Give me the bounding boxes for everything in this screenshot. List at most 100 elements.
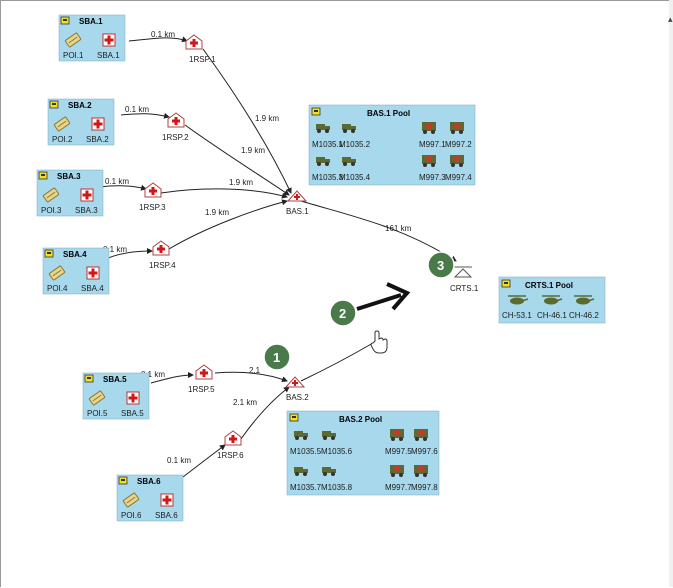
badge-number: 3 <box>437 258 444 273</box>
edge-label: 1.9 km <box>255 114 279 123</box>
rsp-node-4[interactable]: 1RSP.4 <box>149 240 176 270</box>
step-badge-2: 2 <box>329 299 357 327</box>
sba-node-3[interactable]: SBA.3 POI.3 SBA.3 <box>36 169 104 217</box>
edge-label: 0.1 km <box>103 245 127 254</box>
bas-label: BAS.2 <box>286 393 309 402</box>
vehicle-label: M1035.6 <box>321 447 353 456</box>
pool-title: BAS.1 Pool <box>367 109 410 118</box>
rsp-label: 1RSP.2 <box>162 133 189 142</box>
rsp-node-2[interactable]: 1RSP.2 <box>162 112 189 142</box>
edge-rsp2-bas1 <box>184 124 290 196</box>
poi-label: POI.2 <box>52 135 73 144</box>
poi-label: POI.5 <box>87 409 108 418</box>
bas-node-1[interactable]: BAS.1 <box>286 190 309 216</box>
vehicle-label: M1035.1 <box>312 140 344 149</box>
vehicle-label: M997.2 <box>445 140 472 149</box>
pool-bas2[interactable]: BAS.2 Pool M1035.5 M1035.6 M997.5 M997.6… <box>286 410 440 496</box>
poi-label: POI.3 <box>41 206 62 215</box>
edge-sba6-rsp6 <box>182 444 226 478</box>
edge-label: 161 km <box>385 224 412 233</box>
rsp-label: 1RSP.3 <box>139 203 166 212</box>
medical-cross-icon <box>91 117 105 131</box>
sba-node-5[interactable]: SBA.5 POI.5 SBA.5 <box>82 372 150 420</box>
scroll-up-arrow-icon[interactable]: ▴ <box>668 14 673 24</box>
badge-number: 2 <box>339 306 346 321</box>
rsp-node-3[interactable]: 1RSP.3 <box>139 182 166 212</box>
sba-title: SBA.1 <box>79 17 103 26</box>
edges-rsp-bas <box>160 48 457 440</box>
rsp-node-1[interactable]: 1RSP.1 <box>185 34 216 64</box>
medical-cross-icon <box>160 493 174 507</box>
rsp-label: 1RSP.6 <box>217 451 244 460</box>
badge-number: 1 <box>273 350 280 365</box>
edge-bas1-crts <box>300 200 457 262</box>
sba-node-1[interactable]: SBA.1 POI.1 SBA.1 <box>58 14 126 62</box>
edge-label: 0.1 km <box>167 456 191 465</box>
aircraft-label: CH-46.1 <box>537 311 567 320</box>
vehicle-label: M997.4 <box>445 173 472 182</box>
vehicle-label: M1035.7 <box>290 483 322 492</box>
vehicle-label: M1035.2 <box>339 140 371 149</box>
hand-cursor-icon <box>370 330 388 354</box>
edge-sba1-rsp1 <box>128 36 188 43</box>
edge-bas2-cursor <box>300 342 374 382</box>
sba-title: SBA.6 <box>137 477 161 486</box>
medical-cross-icon <box>80 188 94 202</box>
rsp-node-6[interactable]: 1RSP.6 <box>217 430 244 460</box>
edge-label: 1.9 km <box>205 208 229 217</box>
vehicle-label: M997.7 <box>385 483 412 492</box>
bas-label: BAS.1 <box>286 207 309 216</box>
sba-title: SBA.5 <box>103 375 127 384</box>
medical-cross-icon <box>126 391 140 405</box>
edge-rsp4-bas1 <box>168 199 288 250</box>
crts-label: CRTS.1 <box>450 284 479 293</box>
medical-cross-icon <box>102 33 116 47</box>
rsp-label: 1RSP.5 <box>188 385 215 394</box>
sba-node-6[interactable]: SBA.6 POI.6 SBA.6 <box>116 474 184 522</box>
crts-station-icon <box>453 268 473 278</box>
vertical-scrollbar[interactable] <box>669 0 673 587</box>
crts-node[interactable]: CRTS.1 <box>450 266 479 293</box>
poi-label: POI.4 <box>47 284 68 293</box>
edge-rsp1-bas1 <box>202 48 292 194</box>
edge-sba4-rsp4 <box>105 248 153 260</box>
edge-label: 1.9 km <box>229 178 253 187</box>
aircraft-label: CH-53.1 <box>502 311 532 320</box>
sba-label: SBA.6 <box>155 511 178 520</box>
sba-label: SBA.2 <box>86 135 109 144</box>
rsp-station-icon <box>195 364 213 380</box>
vehicle-label: M997.3 <box>419 173 446 182</box>
rsp-station-icon <box>224 430 242 446</box>
edge-label: 0.1 km <box>141 370 165 379</box>
sba-node-4[interactable]: SBA.4 POI.4 SBA.4 <box>42 247 110 295</box>
vehicle-label: M1035.4 <box>339 173 371 182</box>
rsp-station-icon <box>152 240 170 256</box>
bas-node-2[interactable]: BAS.2 <box>285 376 309 402</box>
poi-label: POI.6 <box>121 511 142 520</box>
step-arrow <box>356 282 411 311</box>
vehicle-label: M1035.8 <box>321 483 353 492</box>
pool-crts1[interactable]: CRTS.1 Pool CH-53.1 CH-46.1 CH-46.2 <box>498 276 606 324</box>
rsp-node-5[interactable]: 1RSP.5 <box>188 364 215 394</box>
edge-label: 2.1 <box>249 366 261 375</box>
step-badge-1: 1 <box>263 343 291 371</box>
sba-label: SBA.4 <box>81 284 104 293</box>
medical-cross-icon <box>86 266 100 280</box>
edge-sba5-rsp5 <box>150 372 194 384</box>
vehicle-label: M997.1 <box>419 140 446 149</box>
edge-rsp3-bas1 <box>160 188 288 199</box>
step-badge-3: 3 <box>427 251 455 279</box>
sba-node-2[interactable]: SBA.2 POI.2 SBA.2 <box>47 98 115 146</box>
edge-label: 0.1 km <box>151 30 175 39</box>
poi-label: POI.1 <box>63 51 84 60</box>
edge-sba3-rsp3 <box>98 184 147 191</box>
aircraft-label: CH-46.2 <box>569 311 599 320</box>
sba-label: SBA.1 <box>97 51 120 60</box>
vehicle-label: M997.5 <box>385 447 412 456</box>
edge-labels: 0.1 km 0.1 km 0.1 km 0.1 km 0.1 km 0.1 k… <box>103 30 412 465</box>
sba-title: SBA.4 <box>63 250 87 259</box>
edge-rsp6-bas2 <box>240 386 290 440</box>
pool-bas1[interactable]: BAS.1 Pool M1035.1 M1035.2 M997.1 M997.2… <box>308 104 476 186</box>
